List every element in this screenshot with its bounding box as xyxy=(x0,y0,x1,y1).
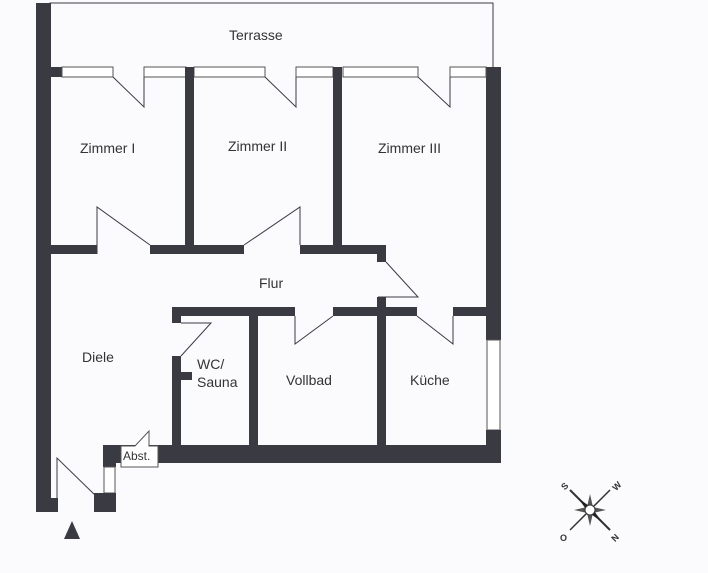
wall-flur-bottom-b xyxy=(333,307,417,316)
label-zimmer3: Zimmer III xyxy=(378,140,441,156)
window-entrance xyxy=(103,466,116,494)
wall-flur-top-stub xyxy=(377,245,386,262)
door-zimmer2 xyxy=(243,206,301,246)
compass-s: S xyxy=(559,481,570,492)
label-vollbad: Vollbad xyxy=(286,372,332,388)
door-zimmer3 xyxy=(378,261,420,298)
door-wc xyxy=(180,322,213,357)
window-z1a xyxy=(61,66,114,78)
label-terrasse: Terrasse xyxy=(229,27,283,43)
label-diele: Diele xyxy=(82,349,114,365)
window-z2a xyxy=(193,66,266,78)
compass-rose-icon: S W O N xyxy=(559,479,624,543)
wall-entrance-right-bottom xyxy=(94,493,116,512)
wall-entrance-right-top xyxy=(103,445,116,467)
wall-flur-top-b xyxy=(150,245,244,254)
wall-flur-top-a xyxy=(50,245,97,254)
door-kueche xyxy=(416,315,454,346)
label-abst: Abst. xyxy=(123,449,150,463)
wall-flur-bottom-c xyxy=(453,307,487,316)
wall-left xyxy=(36,3,51,511)
window-kitchen xyxy=(486,339,501,431)
window-z3a xyxy=(342,66,419,78)
wall-wc-vollbad xyxy=(249,307,258,453)
door-entrance xyxy=(56,456,98,498)
wall-bottom xyxy=(103,445,501,463)
label-zimmer2: Zimmer II xyxy=(228,138,287,154)
compass-w: W xyxy=(610,479,623,492)
door-zimmer1 xyxy=(96,206,151,254)
label-flur: Flur xyxy=(259,275,283,291)
door-z2-terrace xyxy=(264,76,297,109)
door-z3-terrace xyxy=(417,76,451,109)
entrance-marker-icon xyxy=(64,521,80,539)
label-sauna: Sauna xyxy=(197,374,238,390)
window-z1b xyxy=(143,66,187,78)
window-z2b xyxy=(295,66,334,78)
label-zimmer1: Zimmer I xyxy=(80,140,135,156)
compass-n: N xyxy=(609,532,621,544)
wall-z1-z2 xyxy=(185,67,194,252)
wall-wc-top-stub xyxy=(172,307,181,323)
door-z1-terrace xyxy=(112,76,145,109)
wall-z2-z3 xyxy=(333,67,342,252)
wall-top-stub xyxy=(50,67,62,77)
window-z3b xyxy=(449,66,487,78)
wall-right-upper xyxy=(486,67,501,340)
wall-vollbad-kueche xyxy=(377,307,386,453)
wall-wc-stub xyxy=(181,372,192,380)
label-kueche: Küche xyxy=(410,372,450,388)
wall-flur-top-c xyxy=(300,245,386,254)
compass-o: O xyxy=(560,533,567,543)
door-vollbad xyxy=(294,315,334,345)
wall-wc-left xyxy=(172,356,181,453)
abst-callout xyxy=(120,429,159,468)
label-wc: WC/ xyxy=(197,356,224,372)
wall-entrance-left xyxy=(36,498,58,512)
wall-flur-bottom-a xyxy=(172,307,295,316)
